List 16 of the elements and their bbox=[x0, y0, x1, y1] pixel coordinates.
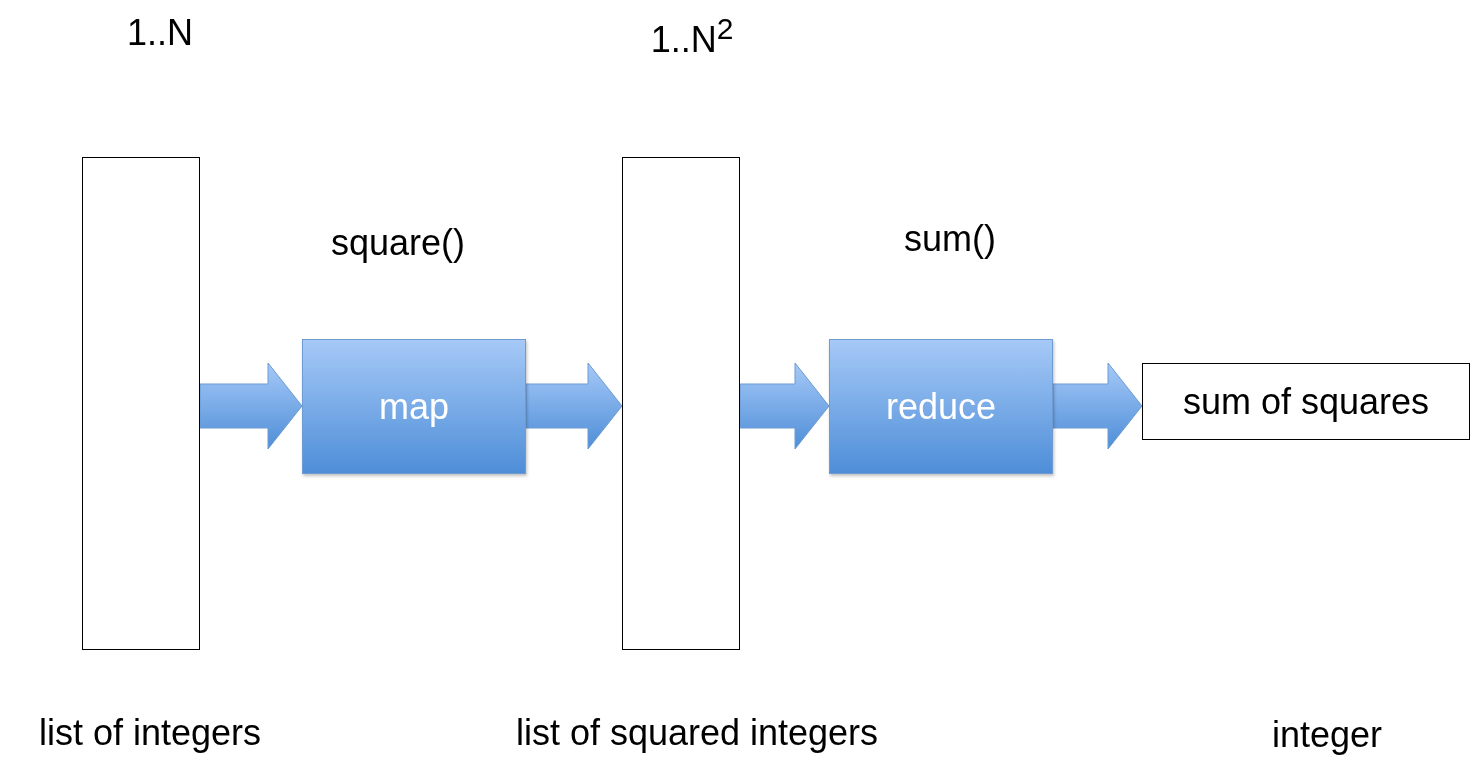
process-box: map bbox=[302, 339, 526, 474]
empty-box bbox=[82, 157, 200, 650]
caption-text: 1..N bbox=[127, 12, 193, 54]
caption-text: list of integers bbox=[38, 712, 262, 754]
caption-text: sum() bbox=[904, 218, 996, 260]
block-arrow bbox=[1052, 362, 1143, 450]
caption-text: list of squared integers bbox=[515, 712, 879, 754]
result-box: sum of squares bbox=[1142, 363, 1470, 440]
block-arrow bbox=[739, 362, 830, 450]
empty-box bbox=[622, 157, 740, 650]
caption-text: integer bbox=[1271, 714, 1383, 756]
caption-text: square() bbox=[330, 222, 466, 264]
process-box: reduce bbox=[829, 339, 1053, 474]
block-arrow bbox=[525, 362, 623, 450]
caption-text: 1..N$^{2}$ bbox=[650, 12, 734, 61]
block-arrow bbox=[199, 362, 303, 450]
